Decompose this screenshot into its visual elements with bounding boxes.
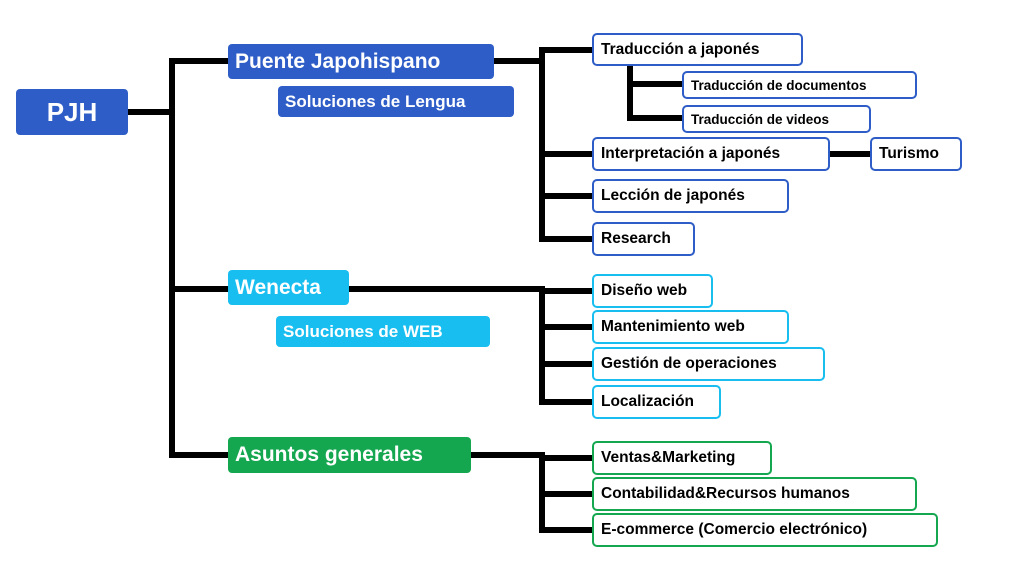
node-contabilidad-rrhh: Contabilidad&Recursos humanos [592,477,917,511]
node-e-commerce: E-commerce (Comercio electrónico) [592,513,938,547]
root-node: PJH [16,89,128,135]
branch-asuntos-generales: Asuntos generales [228,437,471,473]
node-traduccion-videos: Traducción de videos [682,105,871,133]
node-ventas-marketing: Ventas&Marketing [592,441,772,475]
node-traduccion-japones: Traducción a japonés [592,33,803,66]
branch-puente-japohispano: Puente Japohispano [228,44,494,79]
branch-wenecta: Wenecta [228,270,349,305]
node-gestion-operaciones: Gestión de operaciones [592,347,825,381]
node-turismo: Turismo [870,137,962,171]
node-localizacion: Localización [592,385,721,419]
node-diseno-web: Diseño web [592,274,713,308]
node-interpretacion-japones: Interpretación a japonés [592,137,830,171]
node-leccion-japones: Lección de japonés [592,179,789,213]
node-research: Research [592,222,695,256]
subtitle-soluciones-web: Soluciones de WEB [276,316,490,347]
node-mantenimiento-web: Mantenimiento web [592,310,789,344]
node-traduccion-documentos: Traducción de documentos [682,71,917,99]
subtitle-soluciones-lengua: Soluciones de Lengua [278,86,514,117]
